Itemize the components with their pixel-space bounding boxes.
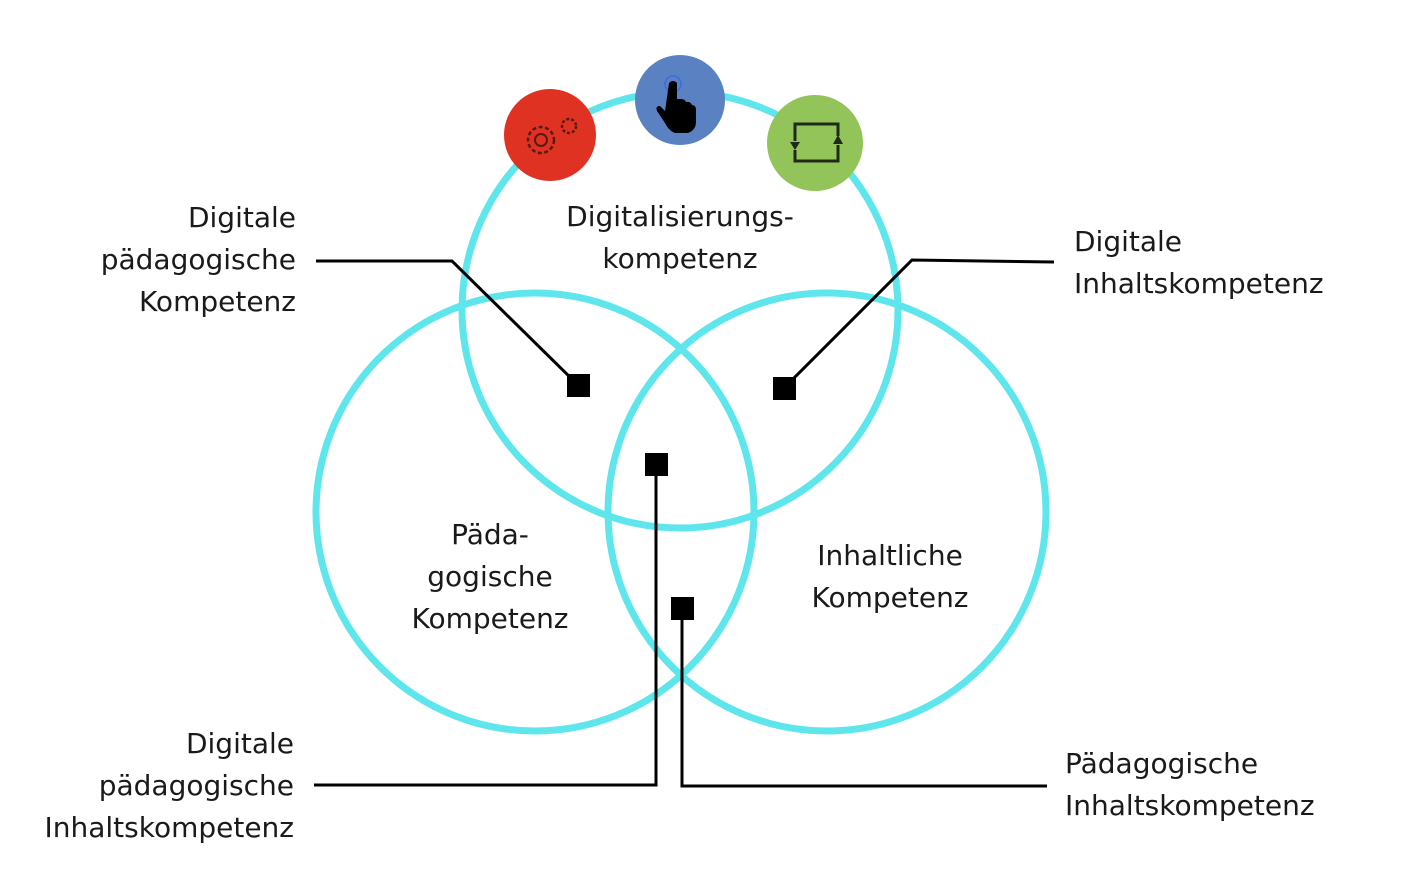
text-line: pädagogische [98,769,294,802]
text-line: gogische [427,560,553,593]
pointer-hand-icon [635,55,725,145]
callout-digitale-inhaltskompetenz: Digitale Inhaltskompetenz [1074,221,1324,305]
text-line: Inhaltskompetenz [1065,789,1315,822]
marker-top-left [567,374,590,397]
text-line: Digitale [185,727,294,760]
text-line: Päda- [451,518,529,551]
marker-center [645,453,668,476]
callout-digitale-paedagogische-inhaltskompetenz: Digitale pädagogische Inhaltskompetenz [44,723,294,849]
marker-top-right [773,377,796,400]
gear-icon [504,89,596,181]
leader-line-top-right [782,258,1055,390]
text-line: kompetenz [602,242,758,275]
cycle-icon [767,95,863,191]
circle-paedagogik [312,289,758,735]
leader-line-bottom-left [314,464,658,787]
callout-paedagogische-inhaltskompetenz: Pädagogische Inhaltskompetenz [1065,743,1315,827]
circle-label-paedagogik: Päda- gogische Kompetenz [370,514,610,640]
text-line: Kompetenz [411,602,569,635]
marker-bottom [671,597,694,620]
callout-digitale-paedagogische-kompetenz: Digitale pädagogische Kompetenz [101,197,296,323]
leader-line-bottom-right [680,608,1047,788]
text-line: Kompetenz [138,285,296,318]
text-line: Inhaltskompetenz [1074,267,1324,300]
text-line: Digitale [187,201,296,234]
text-line: Digitale [1074,225,1183,258]
text-line: Digitalisierungs- [566,200,794,233]
circle-label-digitalisierung: Digitalisierungs- kompetenz [530,196,830,280]
circle-inhalt [604,289,1050,735]
text-line: Inhaltskompetenz [44,811,294,844]
leader-line-top-left [316,259,580,387]
text-line: Pädagogische [1065,747,1259,780]
circle-label-inhalt: Inhaltliche Kompetenz [780,535,1000,619]
text-line: Kompetenz [811,581,969,614]
text-line: Inhaltliche [817,539,963,572]
text-line: pädagogische [100,243,296,276]
